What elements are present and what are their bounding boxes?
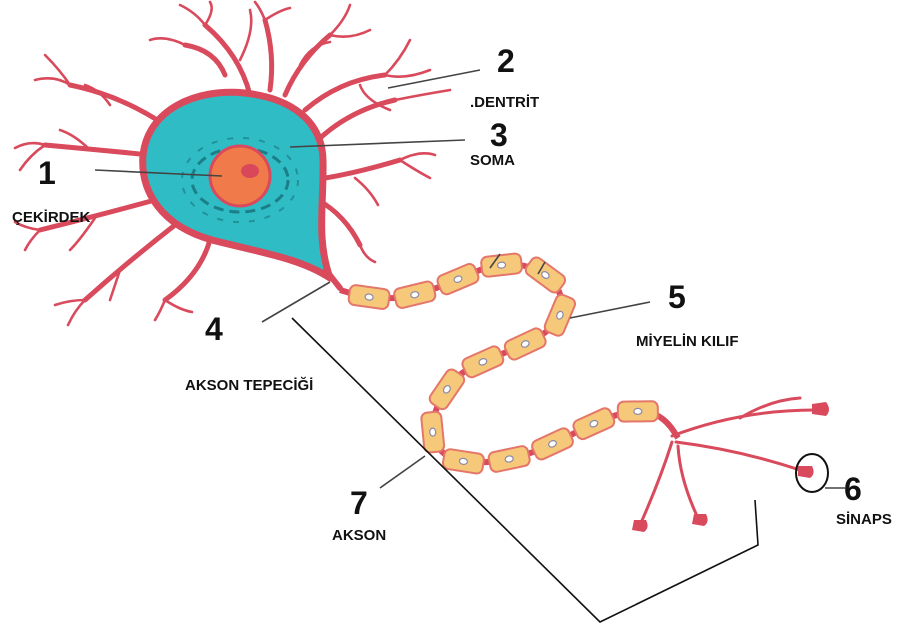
label-3-number: 3 — [490, 117, 508, 153]
myelin-segment — [488, 445, 531, 473]
myelin-segment — [348, 284, 390, 309]
label-4-text: AKSON TEPECİĞİ — [185, 376, 313, 394]
myelin-segment — [393, 280, 437, 309]
terminal-bouton-3 — [632, 520, 648, 532]
label-6-text: SİNAPS — [836, 511, 892, 528]
myelin-segment — [461, 345, 506, 380]
myelin-segment — [421, 411, 445, 453]
label-7-number: 7 — [350, 485, 368, 521]
myelin-segment — [442, 448, 485, 474]
label-2-text: .DENTRİT — [470, 94, 539, 111]
myelin-segment — [543, 293, 577, 338]
nucleolus — [241, 164, 259, 178]
label-6-number: 6 — [844, 471, 862, 507]
label-3-text: SOMA — [470, 152, 515, 169]
myelin-sheath — [348, 253, 658, 474]
label-5-text: MİYELİN KILIF — [636, 333, 739, 350]
myelin-segment — [530, 426, 575, 461]
myelin-segment — [481, 253, 523, 277]
myelin-segment — [427, 367, 466, 411]
label-1-text: ÇEKİRDEK — [12, 209, 91, 226]
myelin-segment — [618, 401, 658, 421]
myelin-segment — [523, 255, 567, 295]
terminal-bouton-2 — [798, 466, 814, 478]
axon-bracket — [292, 318, 758, 622]
terminal-bouton-4 — [692, 514, 708, 526]
myelin-segment — [571, 406, 616, 441]
label-2-number: 2 — [497, 43, 515, 79]
myelin-segment — [436, 262, 481, 296]
label-1-number: 1 — [38, 155, 56, 191]
axon-core — [340, 265, 678, 463]
label-4-number: 4 — [205, 311, 223, 347]
terminal-bouton-1 — [812, 402, 829, 416]
myelin-segment — [503, 326, 548, 361]
label-7-text: AKSON — [332, 527, 386, 544]
label-5-number: 5 — [668, 279, 686, 315]
